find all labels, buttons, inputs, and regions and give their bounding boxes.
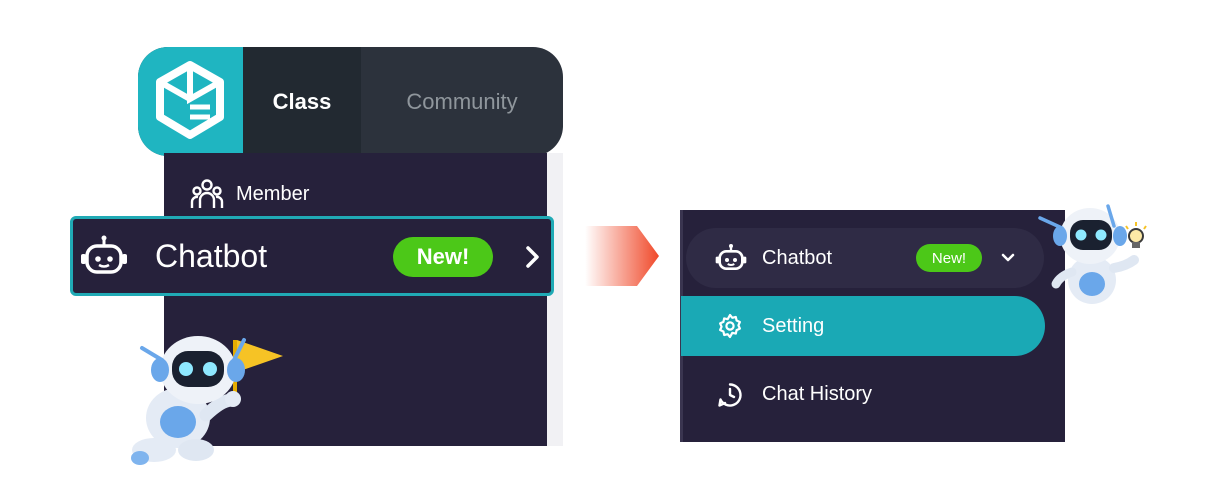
transition-arrow (585, 226, 659, 286)
chevron-right-icon[interactable] (525, 245, 541, 269)
new-badge: New! (916, 244, 982, 272)
submenu-item-setting[interactable]: Setting (681, 296, 1045, 356)
tab-class[interactable]: Class (243, 47, 361, 156)
chat-history-label: Chat History (762, 383, 873, 405)
chatbot-label: Chatbot (155, 238, 268, 274)
sidebar-scroll-edge (547, 153, 563, 446)
logo-icon (156, 61, 224, 139)
logo-tile[interactable] (138, 47, 243, 156)
top-navigation: Class Community (138, 47, 563, 156)
gear-icon (719, 313, 741, 339)
chatbot-label: Chatbot (762, 247, 833, 269)
chevron-down-icon[interactable] (1000, 252, 1016, 264)
robot-mascot-flag (131, 336, 283, 465)
member-icon (190, 179, 224, 208)
setting-label: Setting (762, 315, 825, 337)
bot-icon (715, 244, 747, 270)
submenu-item-chat-history[interactable]: Chat History (681, 364, 1045, 424)
sidebar-item-chatbot-expanded[interactable]: Chatbot New! (686, 228, 1044, 288)
tab-community[interactable]: Community (406, 88, 518, 114)
sidebar-item-member[interactable]: Member (190, 177, 309, 211)
robot-mascot-lightbulb (1038, 204, 1147, 304)
bot-icon (81, 235, 127, 274)
sidebar-item-chatbot[interactable]: Chatbot New! (70, 216, 554, 296)
clock-icon (718, 383, 742, 407)
new-badge: New! (393, 237, 493, 277)
member-label: Member (236, 182, 310, 205)
